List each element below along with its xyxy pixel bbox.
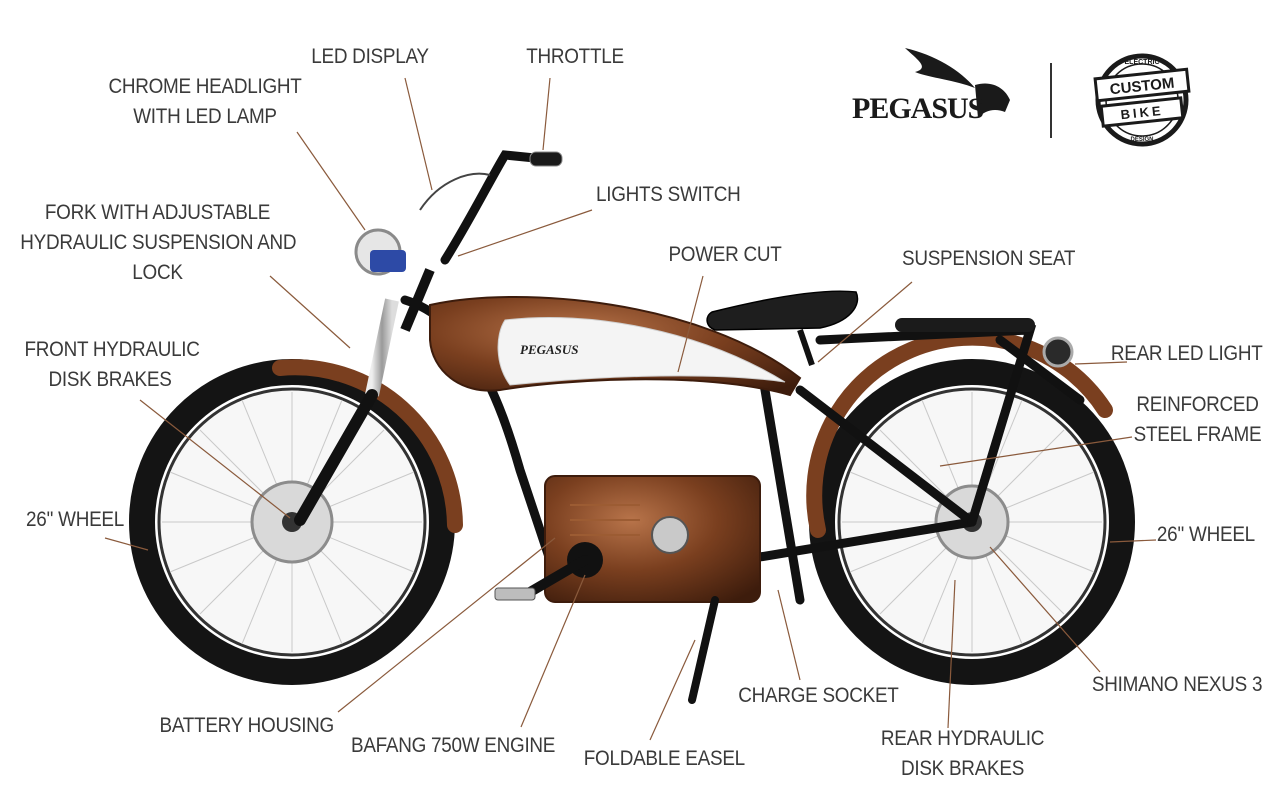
label-charge-socket: CHARGE SOCKET bbox=[738, 681, 899, 711]
label-fork: FORK WITH ADJUSTABLE HYDRAULIC SUSPENSIO… bbox=[20, 198, 297, 288]
battery-ridges bbox=[570, 504, 640, 536]
label-charge-socket-text: CHARGE SOCKET bbox=[738, 684, 899, 707]
label-front-brakes: FRONT HYDRAULIC DISK BRAKES bbox=[24, 335, 200, 395]
label-front-brakes-line2: DISK BRAKES bbox=[48, 368, 172, 391]
label-rear-led-light: REAR LED LIGHT bbox=[1111, 339, 1263, 369]
label-battery-housing: BATTERY HOUSING bbox=[159, 711, 335, 741]
label-throttle-text: THROTTLE bbox=[526, 45, 624, 68]
pegasus-wing-icon bbox=[905, 48, 975, 88]
label-led-display-text: LED DISPLAY bbox=[311, 45, 429, 68]
label-rear-wheel: 26'' WHEEL bbox=[1157, 520, 1255, 550]
tank-logo: PEGASUS bbox=[520, 342, 579, 357]
front-fork bbox=[294, 268, 435, 526]
throttle-grip bbox=[529, 151, 563, 167]
label-reinforced-frame: REINFORCED STEEL FRAME bbox=[1132, 390, 1263, 450]
label-rear-wheel-text: 26'' WHEEL bbox=[1156, 523, 1255, 546]
label-led-display: LED DISPLAY bbox=[307, 42, 433, 72]
label-suspension-seat: SUSPENSION SEAT bbox=[902, 244, 1075, 274]
front-fender bbox=[272, 359, 463, 533]
label-throttle: THROTTLE bbox=[512, 42, 638, 72]
label-easel: FOLDABLE EASEL bbox=[583, 744, 745, 774]
brake-cables bbox=[419, 172, 491, 211]
tank-white-panel bbox=[497, 317, 786, 386]
front-wheel bbox=[129, 359, 455, 685]
label-lights-switch-text: LIGHTS SWITCH bbox=[596, 183, 741, 206]
badge-top-text: ELECTRIC bbox=[1125, 59, 1160, 66]
label-shimano: SHIMANO NEXUS 3 bbox=[1091, 670, 1263, 700]
leader-lines bbox=[104, 77, 1157, 741]
fork-clamp bbox=[370, 250, 406, 272]
handlebar bbox=[440, 150, 560, 265]
label-chrome-headlight-line2: WITH LED LAMP bbox=[133, 105, 277, 128]
label-chrome-headlight: CHROME HEADLIGHT WITH LED LAMP bbox=[106, 72, 304, 132]
pegasus-logo: PEGASUS bbox=[852, 48, 1010, 125]
label-battery-housing-text: BATTERY HOUSING bbox=[159, 714, 335, 737]
horse-head-icon bbox=[975, 83, 1010, 118]
pegasus-wordmark: PEGASUS bbox=[852, 92, 984, 125]
badge-line1-text: CUSTOM bbox=[1109, 75, 1175, 99]
label-fork-line2: HYDRAULIC SUSPENSION AND bbox=[20, 231, 297, 254]
label-power-cut: POWER CUT bbox=[658, 240, 793, 270]
label-shimano-text: SHIMANO NEXUS 3 bbox=[1091, 673, 1263, 696]
foldable-easel bbox=[688, 596, 719, 704]
label-engine-text: BAFANG 750W ENGINE bbox=[351, 734, 556, 757]
label-chrome-headlight-line1: CHROME HEADLIGHT bbox=[108, 75, 302, 98]
label-fork-line1: FORK WITH ADJUSTABLE bbox=[44, 201, 271, 224]
label-lights-switch: LIGHTS SWITCH bbox=[596, 180, 741, 210]
label-easel-text: FOLDABLE EASEL bbox=[583, 747, 745, 770]
label-reinforced-frame-line2: STEEL FRAME bbox=[1133, 423, 1262, 446]
badge-line2-text: BIKE bbox=[1120, 103, 1164, 122]
label-rear-brakes-line2: DISK BRAKES bbox=[900, 757, 1025, 780]
label-suspension-seat-text: SUSPENSION SEAT bbox=[902, 247, 1076, 270]
label-engine: BAFANG 750W ENGINE bbox=[351, 731, 556, 761]
label-front-wheel-text: 26'' WHEEL bbox=[26, 508, 125, 531]
badge-bottom-text: DESIGN bbox=[1130, 137, 1153, 143]
suspension-seat bbox=[706, 290, 859, 331]
label-rear-brakes: REAR HYDRAULIC DISK BRAKES bbox=[879, 724, 1046, 784]
label-power-cut-text: POWER CUT bbox=[668, 243, 782, 266]
label-front-brakes-line1: FRONT HYDRAULIC bbox=[24, 338, 200, 361]
label-rear-led-light-text: REAR LED LIGHT bbox=[1111, 342, 1263, 365]
battery-badge-icon bbox=[651, 516, 689, 554]
label-reinforced-frame-line1: REINFORCED bbox=[1136, 393, 1259, 416]
label-rear-brakes-line1: REAR HYDRAULIC bbox=[880, 727, 1045, 750]
custom-bike-badge: ELECTRIC CUSTOM BIKE DESIGN bbox=[1093, 53, 1191, 147]
rear-led-light bbox=[1042, 336, 1074, 368]
rear-rack bbox=[895, 318, 1035, 332]
label-front-wheel: 26'' WHEEL bbox=[26, 505, 124, 535]
label-fork-line3: LOCK bbox=[132, 261, 183, 284]
pedal bbox=[494, 587, 536, 601]
